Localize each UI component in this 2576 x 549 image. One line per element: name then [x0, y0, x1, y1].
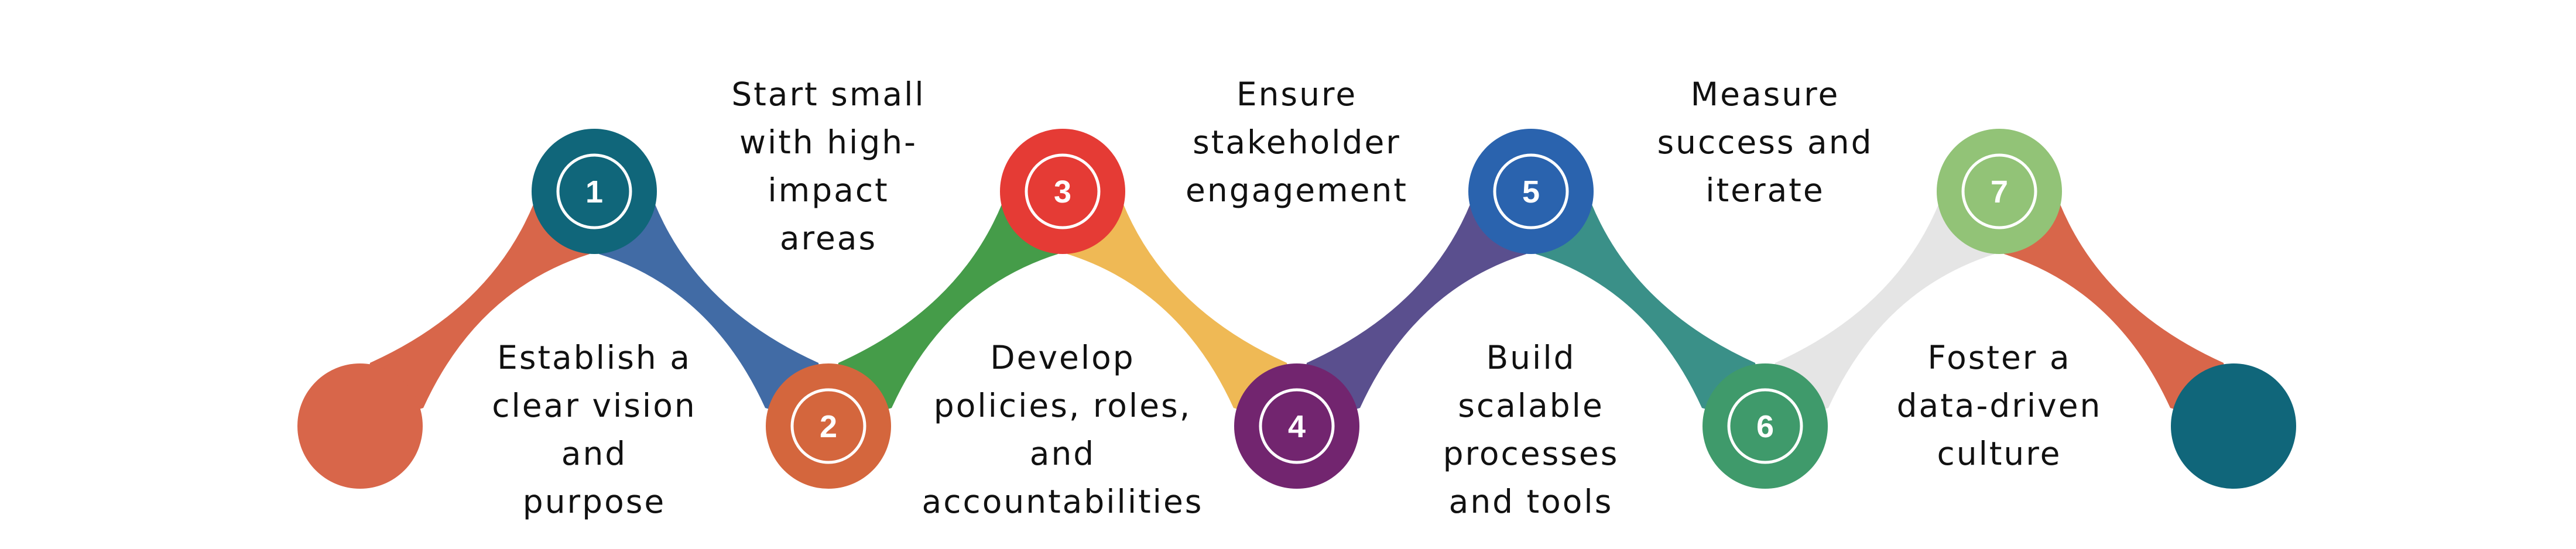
step-circle [1468, 129, 1594, 254]
step-ring [556, 153, 632, 229]
step-label-line: and [1030, 435, 1095, 472]
step-number-badge: 5 [1522, 174, 1540, 210]
step-label-4: Ensure stakeholder engagement [1186, 76, 1408, 209]
step-label-2: Start small with high-impact areas [731, 76, 925, 257]
step-label-line: clear vision [492, 387, 696, 424]
step-label-line: areas [780, 219, 877, 257]
step-label-line: accountabilities [922, 483, 1204, 520]
connector-band-2 [594, 191, 828, 426]
step-label-6: Measure success and iterate [1657, 76, 1873, 209]
step-label-line: Foster a [1927, 339, 2071, 376]
end-node-circle [2171, 363, 2296, 489]
step-number-badge: 7 [1991, 174, 2008, 210]
connector-band-8 [1999, 191, 2234, 426]
step-ring [1961, 153, 2037, 229]
step-label-7: Foster a data-driven culture [1897, 339, 2102, 472]
step-ring [1025, 153, 1101, 229]
step-label-line: culture [1937, 435, 2061, 472]
step-label-1: Establish a clear vision and purpose [492, 339, 696, 520]
step-node-6: 6 [1703, 363, 1828, 489]
step-number-badge: 2 [820, 409, 837, 444]
step-label-line: engagement [1186, 171, 1408, 209]
step-node-7: 7 [1937, 129, 2062, 254]
labels: Establish a clear vision and purpose Start s… [492, 76, 2102, 520]
step-ring [1727, 388, 1803, 464]
step-label-3: Develop policies, roles, and accountabiliti… [922, 339, 1204, 520]
step-circle [532, 129, 657, 254]
step-node-4: 4 [1234, 363, 1359, 489]
start-node-circle [297, 363, 423, 489]
step-node-2: 2 [766, 363, 891, 489]
connectors [360, 191, 2234, 426]
step-label-line: data-driven [1897, 387, 2102, 424]
step-label-line: with high- [739, 123, 917, 161]
step-number-badge: 1 [585, 174, 603, 210]
step-label-line: scalable [1458, 387, 1604, 424]
connector-band-4 [1063, 191, 1297, 426]
step-label-line: success and [1657, 123, 1873, 161]
step-label-line: and [561, 435, 627, 472]
step-label-line: Build [1486, 339, 1575, 376]
step-label-line: impact [768, 171, 889, 209]
step-circle [1000, 129, 1125, 254]
step-node-3: 3 [1000, 129, 1125, 254]
step-node-5: 5 [1468, 129, 1594, 254]
step-number-badge: 4 [1288, 409, 1306, 444]
step-circle [1937, 129, 2062, 254]
step-label-line: processes [1443, 435, 1619, 472]
connector-band-1 [360, 191, 594, 426]
step-circle [1234, 363, 1359, 489]
step-ring [1493, 153, 1569, 229]
step-label-line: purpose [523, 483, 666, 520]
connector-band-7 [1765, 191, 1999, 426]
step-label-line: Start small [731, 76, 925, 113]
step-label-line: and tools [1449, 483, 1614, 520]
step-circle [766, 363, 891, 489]
step-label-5: Build scalable processes and tools [1443, 339, 1619, 520]
step-label-line: Measure [1691, 76, 1840, 113]
connector-band-3 [828, 191, 1063, 426]
step-node-1: 1 [532, 129, 657, 254]
step-label-line: policies, roles, [934, 387, 1191, 424]
step-circle [1703, 363, 1828, 489]
step-label-line: Develop [990, 339, 1135, 376]
step-label-line: Establish a [497, 339, 691, 376]
step-number-badge: 6 [1756, 409, 1774, 444]
connector-band-6 [1531, 191, 1765, 426]
step-label-line: iterate [1705, 171, 1824, 209]
connector-band-5 [1297, 191, 1531, 426]
step-label-line: Ensure [1236, 76, 1357, 113]
step-ring [790, 388, 866, 464]
step-number-badge: 3 [1054, 174, 1071, 210]
nodes: 1 2 3 4 5 6 7 [297, 129, 2296, 489]
step-label-line: stakeholder [1193, 123, 1401, 161]
step-ring [1259, 388, 1335, 464]
